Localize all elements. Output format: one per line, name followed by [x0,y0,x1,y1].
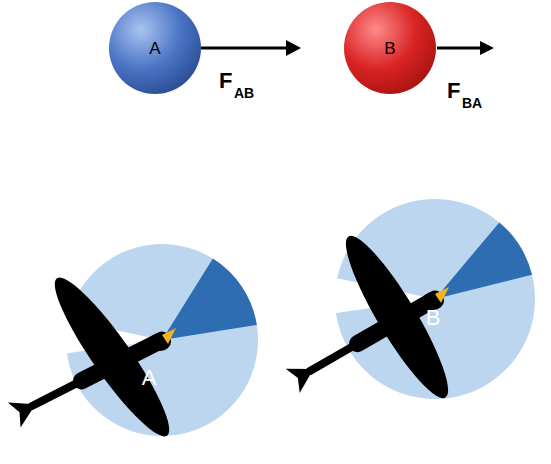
particle-sphere: A [109,2,201,94]
bird-tail-stem [32,381,81,406]
bird-wing [41,267,182,446]
beak-marker [162,328,176,344]
force-subscript: BA [462,96,482,110]
bird-tail-fin [286,369,314,393]
force-label-holder: F [447,80,460,102]
view-wedge [162,259,257,340]
force-label-holder: AB [234,84,254,102]
bird-view-figure: B [335,199,535,399]
force-arrow-line [437,47,482,50]
force-arrowhead [480,41,494,55]
bird-view-figure: A [66,244,258,436]
bird-label: A [142,367,157,389]
beak-marker [435,287,449,303]
force-symbol: F [219,70,232,92]
force-symbol: F [447,80,460,102]
bird-tail-fin [8,403,36,428]
bird-label: B [426,307,441,329]
particle-label: B [384,40,395,57]
force-arrow-line [201,47,288,50]
view-wedge [435,222,532,299]
particle-sphere: B [344,2,436,94]
force-subscript: AB [234,86,254,100]
bird-figure [66,244,258,436]
force-label-holder: BA [462,94,482,112]
bird-wing [332,227,461,408]
particle-label: A [149,40,160,57]
bird-tail-stem [310,344,358,371]
force-arrowhead [286,40,301,56]
force-label-holder: F [219,70,232,92]
bird-figure [335,199,535,399]
